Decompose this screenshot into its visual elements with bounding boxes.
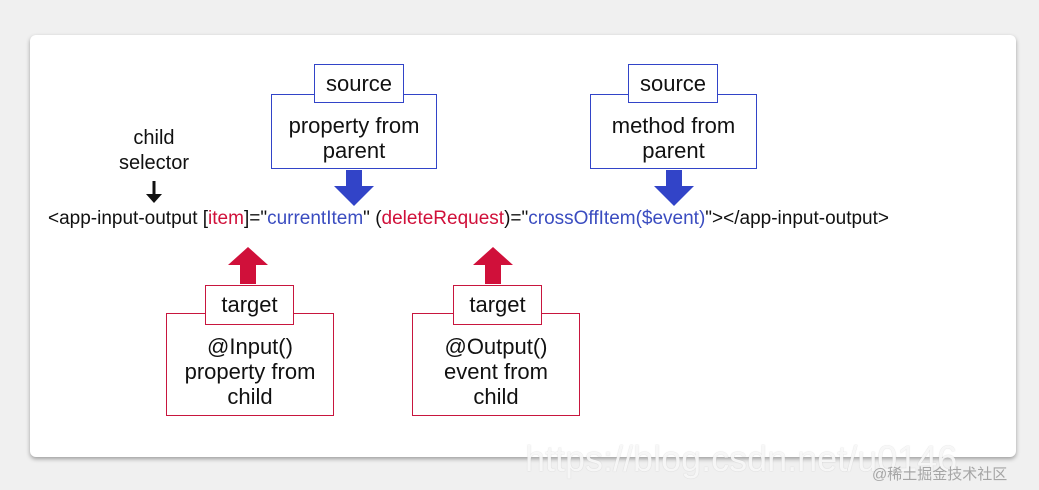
target-right-line3: child: [473, 384, 519, 409]
black-down-arrow: [146, 181, 162, 203]
red-up-arrow-left: [228, 247, 268, 284]
watermark-url: https://blog.csdn.net/u0146: [525, 438, 958, 479]
red-up-arrow-right: [473, 247, 513, 284]
target-left-line2: property from: [184, 359, 316, 384]
blue-down-arrow-left: [334, 170, 374, 206]
target-right-line1: @Output(): [444, 334, 548, 359]
watermark-site: @稀土掘金技术社区: [872, 466, 1008, 483]
code-delete-request: deleteRequest: [381, 208, 505, 229]
source-left-line2: parent: [322, 137, 386, 163]
code-part-2: ]=": [243, 208, 268, 229]
source-tag-right: source: [628, 64, 718, 103]
code-line: <app-input-output [item]="currentItem" (…: [48, 208, 889, 230]
code-part-3: " (: [363, 208, 382, 229]
target-box-input: @Input() property from child: [166, 313, 334, 416]
target-left-line1: @Input(): [207, 334, 293, 359]
child-selector-line2: selector: [118, 152, 190, 174]
code-part-4: )=": [504, 208, 529, 229]
source-tag-left: source: [314, 64, 404, 103]
target-box-output: @Output() event from child: [412, 313, 580, 416]
target-tag-left: target: [205, 285, 294, 325]
source-left-line1: property from: [288, 112, 420, 138]
code-cross-off-item: crossOffItem($event): [528, 208, 706, 229]
source-right-line2: parent: [642, 137, 705, 163]
target-right-line2: event from: [444, 359, 548, 384]
target-tag-right: target: [453, 285, 542, 325]
source-right-line1: method from: [611, 112, 736, 138]
source-box-method: method from parent: [590, 94, 757, 169]
code-current-item: currentItem: [267, 208, 364, 229]
source-box-property: property from parent: [271, 94, 437, 169]
code-part-1: <app-input-output [: [48, 208, 209, 229]
child-selector-label: child selector: [108, 126, 200, 176]
blue-down-arrow-right: [654, 170, 694, 206]
target-left-line3: child: [227, 384, 273, 409]
child-selector-line1: child: [133, 127, 175, 149]
code-item: item: [208, 208, 244, 229]
code-part-5: "></app-input-output>: [705, 208, 889, 229]
